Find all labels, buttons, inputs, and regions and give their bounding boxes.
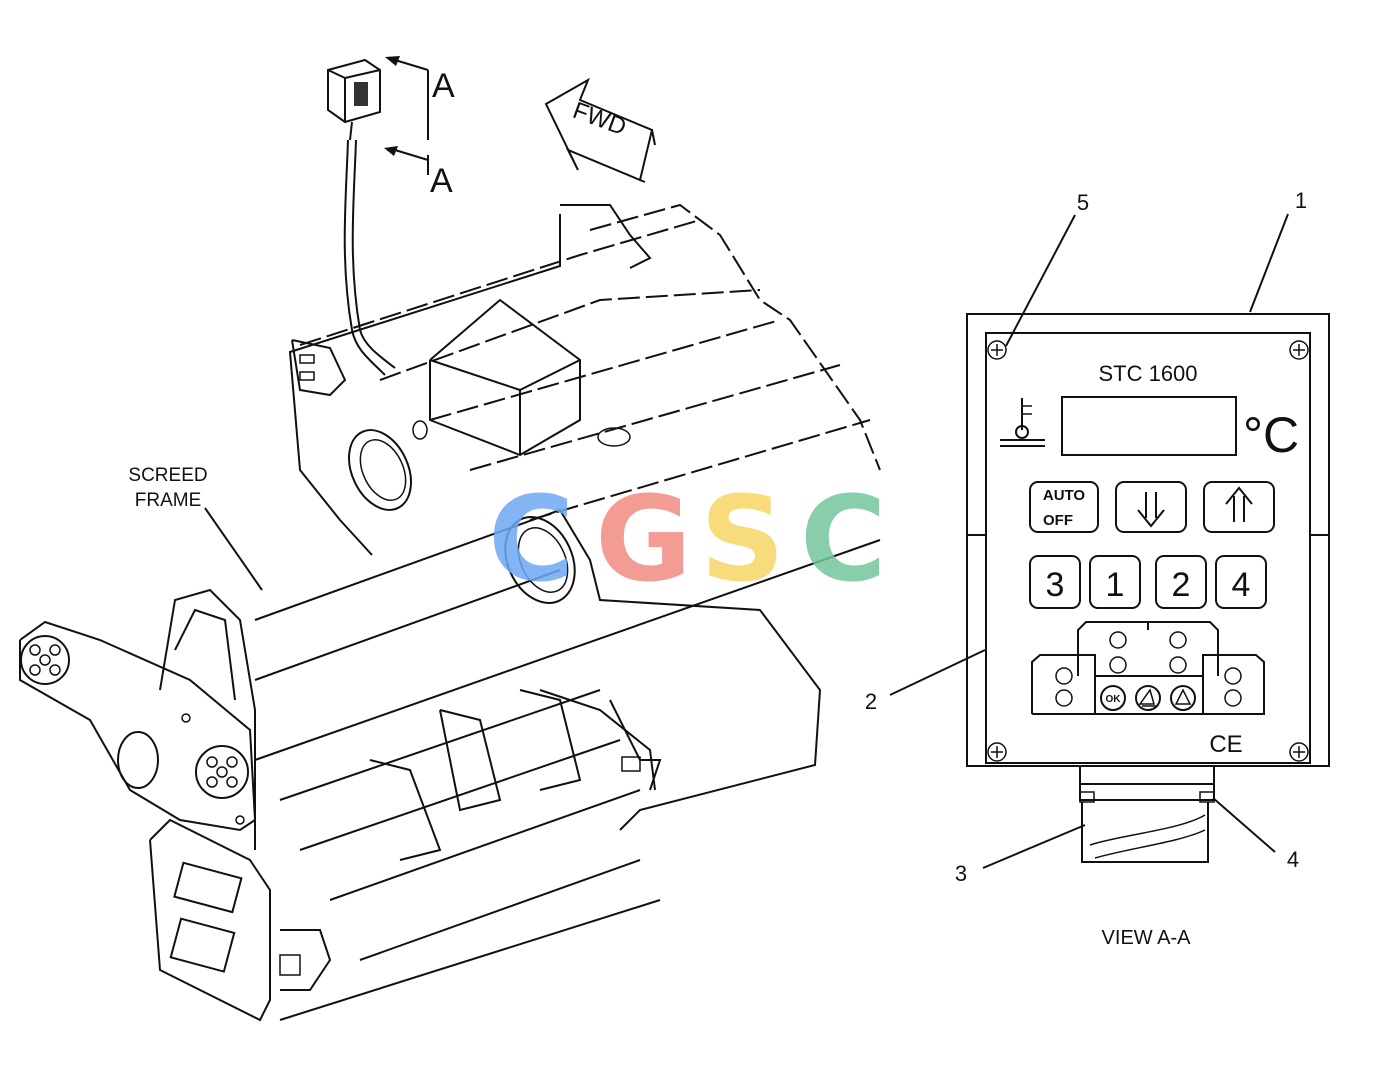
forward-arrow-icon [544,77,656,183]
channel-key-label-3: 2 [1172,566,1191,604]
thermometer-icon [1000,398,1045,447]
callout-leader-2 [889,649,986,696]
up-key [1203,481,1275,533]
screw-icon [1289,340,1309,360]
watermark-logo: C G S C [488,470,887,608]
controller-view [966,313,1330,863]
callout-5: 5 [1077,190,1089,215]
section-marker-bottom: A [430,162,453,200]
watermark-letter: G [595,470,692,608]
callout-2: 2 [865,689,877,714]
section-marker-a-a [384,56,429,175]
down-key [1115,481,1187,533]
temperature-display [1061,396,1237,456]
watermark-letter: C [488,470,575,608]
callout-leader-4 [1212,797,1276,853]
channel-key [1155,555,1207,609]
watermark-letter: C [800,470,887,608]
callout-3: 3 [955,861,967,886]
channel-key-label-1: 3 [1046,566,1065,604]
auto-off-key [1029,481,1099,533]
screed-frame-label-line1: SCREED [128,465,207,486]
temperature-sensor [327,58,396,376]
watermark-letter: S [700,470,785,608]
callout-leader-5 [1005,214,1076,347]
channel-key [1029,555,1081,609]
screed-frame-leader [204,507,263,591]
arrow-up-icon [1225,486,1253,522]
off-key-label: OFF [1043,512,1073,529]
section-marker-top: A [432,67,455,105]
callout-leader-1 [1249,213,1289,313]
callout-1: 1 [1295,188,1307,213]
screed-frame-label-line2: FRAME [135,490,202,511]
channel-key-label-2: 1 [1106,566,1125,604]
callout-leader-3 [982,824,1086,869]
temperature-unit: °C [1243,407,1299,463]
controller-model: STC 1600 [1098,361,1197,386]
forward-label: FWD [569,97,630,141]
ok-button [1100,685,1126,711]
view-caption: VIEW A-A [1102,927,1192,949]
tilt-sensor-icon [1135,685,1161,711]
auto-key-label: AUTO [1043,487,1086,504]
ce-mark: CE [1209,731,1242,758]
ok-label: OK [1106,694,1122,705]
screw-icon [987,742,1007,762]
callout-4: 4 [1287,847,1299,872]
screw-icon [1289,742,1309,762]
arrow-down-icon [1137,492,1165,528]
channel-key [1215,555,1267,609]
screw-icon [987,340,1007,360]
channel-key [1089,555,1141,609]
triangle-button [1170,685,1196,711]
screed-frame-drawing [19,203,881,1022]
channel-key-label-4: 4 [1232,566,1251,604]
